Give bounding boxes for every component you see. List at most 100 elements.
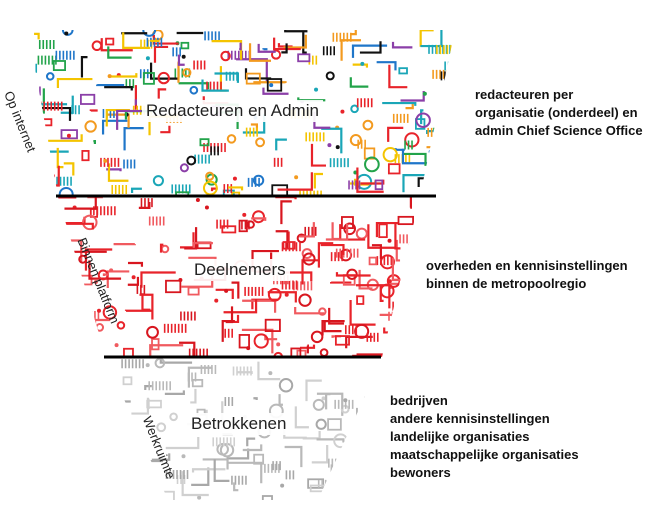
circuit-trace (104, 86, 133, 91)
circuit-trace (38, 106, 72, 121)
circuit-node (382, 147, 398, 163)
circuit-trace (225, 306, 234, 324)
circuit-trace (388, 64, 408, 89)
circuit-trace (294, 306, 325, 315)
circuit-trace (96, 83, 125, 87)
circuit-dot (64, 31, 69, 36)
circuit-trace (63, 162, 75, 176)
circuit-trace (123, 127, 144, 151)
circuit-trace (190, 388, 197, 404)
circuit-chip (368, 256, 378, 266)
circuit-trace (241, 328, 274, 354)
circuit-trace (138, 202, 151, 209)
circuit-dot (335, 145, 340, 150)
circuit-trace (213, 459, 230, 482)
circuit-trace (151, 453, 171, 461)
circuit-chip (264, 318, 281, 332)
circuit-trace (371, 244, 382, 259)
circuit-trace (40, 165, 60, 187)
circuit-chip (398, 67, 408, 75)
circuit-node (157, 71, 170, 85)
circuit-trace (34, 32, 40, 40)
circuit-trace (253, 397, 258, 401)
circuit-trace (416, 328, 420, 336)
circuit-trace (102, 273, 108, 276)
circuit-trace (321, 319, 345, 336)
circuit-dot (269, 83, 274, 88)
circuit-trace (294, 406, 309, 429)
circuit-node (362, 119, 374, 131)
circuit-trace (191, 467, 210, 486)
circuit-trace (139, 293, 154, 320)
circuit-node (364, 156, 380, 173)
circuit-node (333, 433, 348, 449)
circuit-chip (175, 191, 190, 196)
circuit-trace (345, 335, 373, 349)
circuit-chip (123, 347, 134, 357)
circuit-trace (159, 243, 164, 253)
circuit-dot (214, 298, 219, 303)
circuit-node (58, 186, 74, 196)
circuit-trace (349, 77, 369, 88)
circuit-trace (107, 46, 132, 59)
circuit-trace (302, 32, 307, 54)
circuit-chip (79, 93, 96, 105)
circuit-dot (268, 371, 273, 376)
circuit-node (319, 348, 329, 357)
circuit-dot (145, 363, 150, 368)
circuit-node (354, 323, 370, 339)
circuit-trace (299, 222, 315, 238)
circuit-dot (97, 308, 102, 313)
circuit-trace (253, 81, 287, 84)
circuit-chip (266, 78, 283, 92)
circuit-node (202, 180, 218, 196)
circuit-dot (66, 133, 71, 138)
circuit-chip (356, 295, 365, 305)
circuit-trace (311, 445, 329, 464)
circuit-chip (105, 37, 115, 46)
description-redacteuren: redacteuren per organisatie (onderdeel) … (475, 86, 643, 140)
description-line: admin Chief Science Office (475, 123, 643, 138)
circuit-trace (106, 270, 130, 288)
circuit-trace (420, 30, 443, 48)
circuit-trace (184, 227, 198, 250)
circuit-trace (127, 467, 158, 486)
circuit-trace (28, 61, 32, 87)
circuit-trace (164, 390, 185, 395)
circuit-node (82, 214, 98, 231)
circuit-node (111, 398, 127, 414)
circuit-trace (349, 482, 362, 498)
circuit-trace (84, 248, 113, 271)
circuit-node (205, 171, 215, 181)
circuit-trace (417, 177, 442, 188)
circuit-trace (257, 361, 281, 381)
circuit-chip (158, 490, 175, 500)
circuit-chip (245, 72, 261, 85)
circuit-trace (325, 223, 349, 241)
circuit-dot (246, 346, 251, 351)
circuit-node (102, 305, 118, 320)
circuit-trace (246, 437, 256, 447)
circuit-trace (391, 41, 413, 49)
circuit-node (252, 210, 265, 224)
circuit-trace (56, 77, 93, 89)
circuit-node (349, 134, 362, 147)
circuit-dot (197, 495, 202, 500)
circuit-trace (121, 32, 148, 35)
circuit-chip (296, 349, 307, 357)
description-line: organisatie (onderdeel) en (475, 105, 638, 120)
circuit-chip (334, 335, 350, 346)
circuit-dot (181, 54, 186, 59)
circuit-trace (29, 94, 36, 111)
circuit-dot (422, 91, 427, 96)
circuit-trace (106, 462, 128, 487)
circuit-trace (116, 109, 142, 130)
circuit-node (169, 412, 178, 422)
circuit-trace (106, 421, 122, 431)
circuit-trace (382, 101, 417, 106)
circuit-trace (227, 186, 244, 191)
circuit-trace (178, 82, 210, 90)
circuit-chip (52, 60, 66, 71)
circuit-chip (238, 219, 248, 233)
circuit-trace (226, 448, 250, 460)
